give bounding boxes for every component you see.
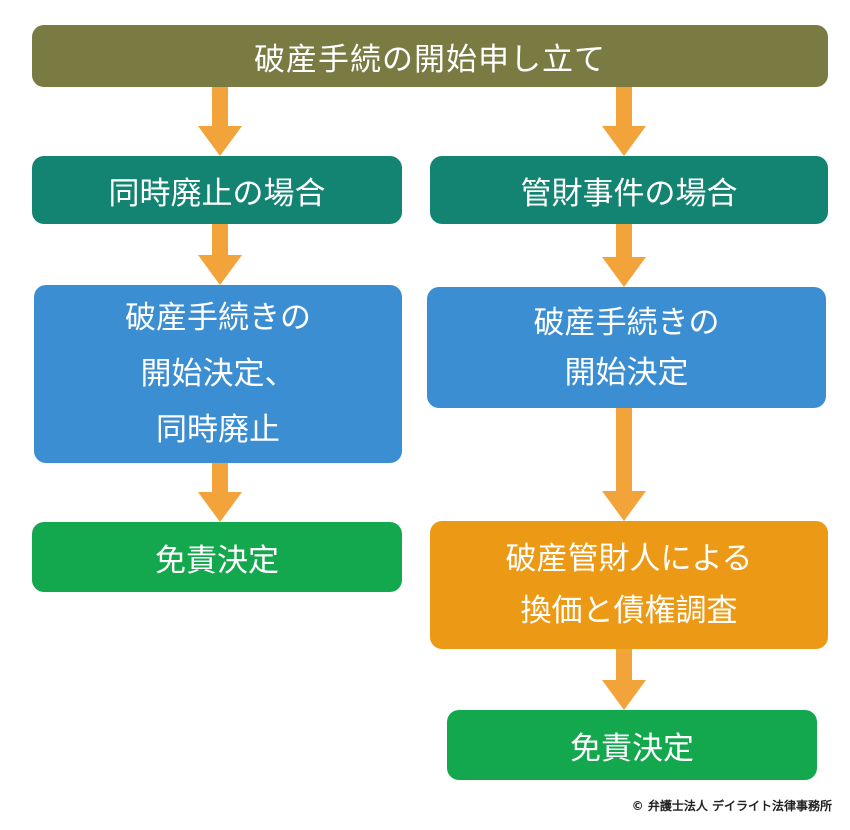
arrow-down-icon — [602, 224, 646, 287]
start-box: 破産手続の開始申し立て — [32, 25, 828, 87]
arrow-down-icon — [602, 87, 646, 156]
right-result-box: 免責決定 — [447, 710, 817, 780]
arrow-down-icon — [198, 224, 242, 285]
left-decision-box: 破産手続きの 開始決定、 同時廃止 — [34, 285, 402, 463]
left-branch-header: 同時廃止の場合 — [32, 156, 402, 224]
arrow-down-icon — [198, 463, 242, 522]
right-branch-header: 管財事件の場合 — [430, 156, 828, 224]
arrow-down-icon — [602, 649, 646, 710]
copyright-notice: © 弁護士法人 デイライト法律事務所 — [631, 799, 832, 813]
left-result-box: 免責決定 — [32, 522, 402, 592]
right-decision-box: 破産手続きの 開始決定 — [427, 287, 826, 408]
arrow-down-icon — [198, 87, 242, 156]
arrow-down-icon — [602, 408, 646, 521]
right-process-box: 破産管財人による 換価と債権調査 — [430, 521, 828, 649]
